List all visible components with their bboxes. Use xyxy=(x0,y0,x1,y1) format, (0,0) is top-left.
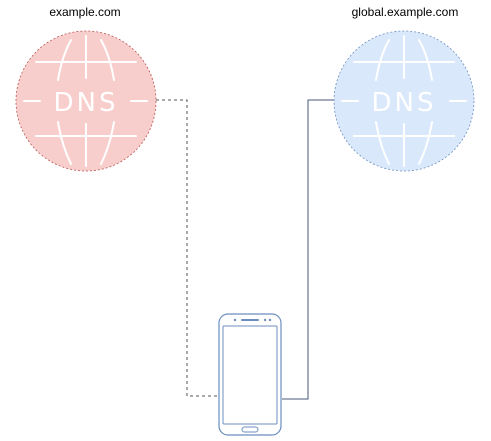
dns-globe-icon-left: DNS xyxy=(15,30,157,172)
connector-solid xyxy=(282,99,334,400)
smartphone-icon xyxy=(218,313,282,436)
left-dns-text: DNS xyxy=(54,88,119,118)
connector-dashed xyxy=(156,99,219,397)
dns-globe-icon-right: DNS xyxy=(333,30,475,172)
right-dns-text: DNS xyxy=(372,88,437,118)
left-server-label: example.com xyxy=(49,5,121,19)
right-server-label: global.example.com xyxy=(351,5,459,19)
